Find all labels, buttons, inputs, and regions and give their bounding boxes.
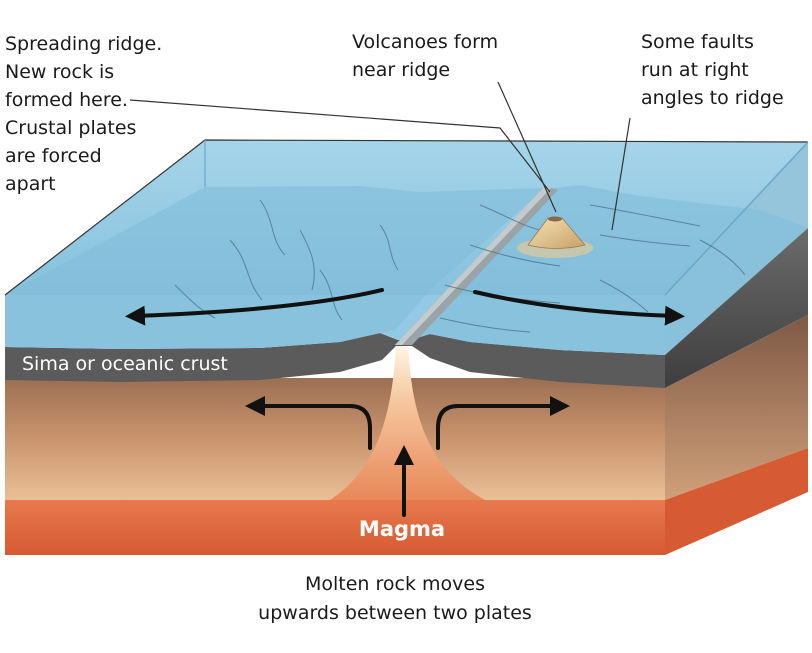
spreading-ridge-highlight [395,186,551,345]
label-magma: Magma [359,517,445,541]
volcano-crater [548,216,562,222]
label-sima-oceanic-crust: Sima or oceanic crust [22,353,228,375]
mantle-side [665,315,808,500]
mantle-layer [5,378,665,503]
volcano [527,217,586,249]
magma-plume [330,345,485,500]
label-faults: Some faults run at right angles to ridge [641,31,784,109]
spreading-ridge-line-2: New rock is [5,61,114,83]
flow-arrows [125,288,685,517]
seafloor-right-plate [410,185,808,355]
molten-line-2: upwards between two plates [258,602,532,624]
plate-motion-left-arrow [125,288,384,326]
convection-left-arrow [245,396,372,450]
faults-line-1: Some faults [641,31,754,53]
spreading-ridge-line-6: apart [5,173,56,195]
spreading-ridge-line-3: formed here. [5,89,128,111]
label-spreading-ridge: Spreading ridge. New rock is formed here… [5,33,162,195]
leader-spreading-ridge [129,99,551,193]
label-molten-rock: Molten rock moves upwards between two pl… [258,573,532,624]
faults-line-3: angles to ridge [641,87,784,109]
spreading-ridge-line-4: Crustal plates [5,117,136,139]
leader-faults [611,117,631,231]
faults-line-2: run at right [641,59,749,81]
block-front-edge [664,141,809,296]
fault-lines [174,199,746,333]
label-volcanoes: Volcanoes form near ridge [352,31,498,81]
plate-motion-right-arrow [473,290,685,326]
spreading-ridge-line-1: Spreading ridge. [5,33,162,55]
oceanic-crust-front [5,333,665,388]
volcanoes-line-2: near ridge [352,59,450,81]
molten-line-1: Molten rock moves [305,573,485,595]
leader-lines [129,81,631,231]
leader-volcanoes [497,81,557,213]
magma-side [665,448,808,555]
crust-side [665,228,808,388]
volcanoes-line-1: Volcanoes form [352,31,498,53]
spreading-ridge-line-5: are forced [5,145,102,167]
magma-layer [5,500,665,555]
convection-right-arrow [436,396,570,450]
ocean-top-face [4,139,809,355]
